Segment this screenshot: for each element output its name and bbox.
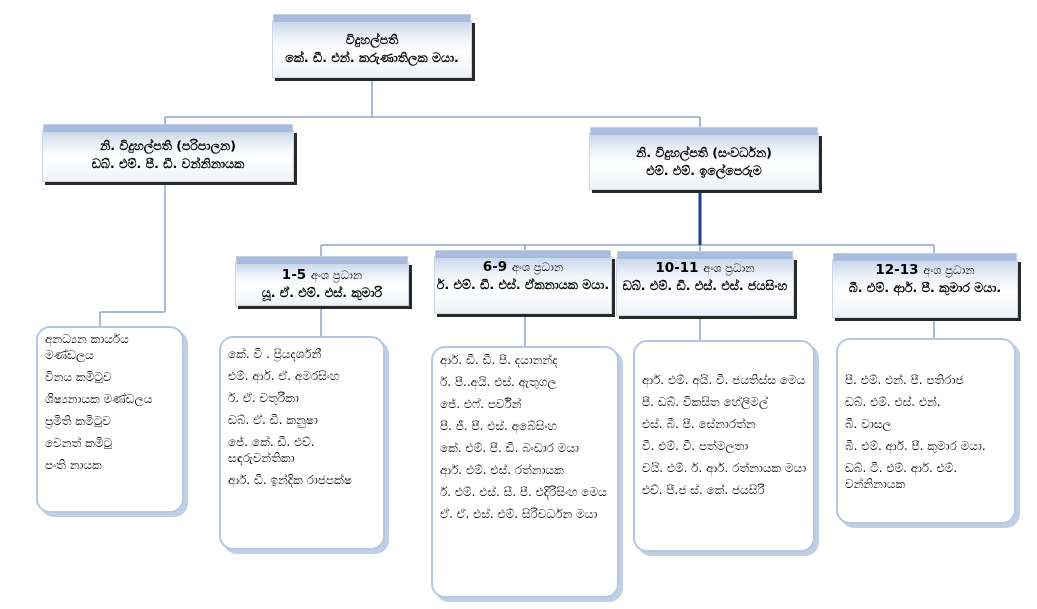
staff-list-6-9: ආර්. ඩී. ඩී. පී. දයානන්ද ර්. පී..අයි. එස… [431,346,619,598]
grade-head-label: අංශ ප්‍රධාන [511,260,564,274]
deputy-admin-box: නි. විදුහල්පති (පරිපාලන) ඩබ්. එම්. පී. ඩ… [42,124,294,182]
deputy-dev-name: එම්. එම්. ඉලේපෙරුම [646,163,762,178]
list-item: බී. වාසල [845,417,892,431]
list-item: එච්. පී.ජ ස්. කේ. ජයසිරි [642,483,765,497]
grade-head-box-6-9: 6-9 අංශ ප්‍රධාන ර්. එම්. ඩී. එස්. ඒකනායක… [434,250,612,314]
box-tab [590,127,818,135]
box-tab [43,124,293,132]
admin-units-list: අනධ්‍යන කාර්යය මණ්ඩලය විනය කමිටුව ශිෂ්‍ය… [36,326,184,513]
principal-name: කේ. ඩී. එන්. කරුණාතිලක මයා. [285,50,459,65]
list-item: ශිෂ්‍යනායක මණ්ඩලය [45,392,153,406]
list-item: ර්. එම්. එස්. සී. පී. එදිරිසිංහ මෙය [440,485,607,499]
staff-list-1-5: කේ. වී . ප්‍රියදර්ශනී එම්. ආර්. ඒ. අමරසි… [219,336,385,550]
grade-head-box-12-13: 12-13 අංශ ප්‍රධාන බී. එම්. ආර්. පී. කුමා… [832,253,1018,318]
list-item: ප්‍රමිති කමිටුව [45,414,111,428]
list-item: අනධ්‍යන කාර්යය මණ්ඩලය [45,332,129,362]
principal-box: විදුහල්පති කේ. ඩී. එන්. කරුණාතිලක මයා. [272,14,472,78]
list-item: ආර්. එම්. එස්. රත්නායක [440,463,564,477]
grade-head-name: ර්. එම්. ඩී. එස්. ඒකනායක මයා. [436,277,610,292]
list-item: ආර්. එම්. අයි. වී. ජයතිස්ස මෙය [642,373,806,387]
staff-list-10-11: ආර්. එම්. අයි. වී. ජයතිස්ස මෙය පී. ඩබ්. … [633,340,815,552]
list-item: ඒ. ඒ. එස්. එම්. සිරිවර්ධන මයා [440,507,598,521]
deputy-dev-title: නි. විදුහල්පති (සංවර්ධන) [636,145,772,160]
grade-head-box-1-5: 1-5 අංශ ප්‍රධාන යූ. ඒ. එම්. එස්. කුමාරි [235,256,409,306]
list-item: ඩබ්. ටී. එම්. ආර්. එම්. වන්නිනායක [845,461,958,491]
list-item: ආර්. ඩී. ඩී. පී. දයානන්ද [440,353,558,367]
list-item: පංති නායක [45,458,102,472]
deputy-admin-name: ඩබ්. එම්. පී. ඩී. වන්නිනායක [91,156,245,171]
list-item: ජේ. කේ. ඩී. එච්. සඳරුවන්තිකා [228,435,315,465]
list-item: කේ. වී . ප්‍රියදර්ශනී [228,347,322,361]
grade-range: 12-13 [875,262,919,278]
list-item: පී. ඩබ්. විකසිත හේලිමල් [642,395,768,409]
deputy-dev-box: නි. විදුහල්පති (සංවර්ධන) එම්. එම්. ඉලේපෙ… [589,127,819,190]
box-tab [435,250,611,258]
list-item: ර්. ඒ. චතුරිකා [228,391,299,405]
list-item: ඩබ්. එම්. එස්. එන්. [845,395,941,409]
grade-range: 6-9 [482,259,508,275]
list-item: කේ. එම්. පී. ඩී. බංඩාර මයා [440,441,579,455]
grade-range: 10-11 [655,260,699,276]
list-item: එම්. ආර්. ඒ. අමරසිංහ [228,369,340,383]
list-item: පී. ජී. පී. එස්. අබේසිංහ [440,419,557,433]
box-tab [617,251,793,259]
list-item: වී. එම්. වී. පත්මලතා [642,439,749,453]
deputy-admin-title: නි. විදුහල්පති (පරිපාලන) [100,138,236,153]
grade-head-name: යූ. ඒ. එම්. එස්. කුමාරි [261,285,383,300]
list-item: විනය කමිටුව [45,370,112,384]
grade-head-label: අංශ ප්‍රධාන [923,263,975,277]
grade-range: 1-5 [281,267,307,283]
principal-title: විදුහල්පති [345,32,399,47]
list-item: පී. එම්. එන්. පී. පතිරාජ [845,373,964,387]
box-tab [236,256,408,264]
grade-head-label: අංශ ප්‍රධාන [310,268,363,282]
list-item: බී. එම්. ආර්. පී. කුමාර මයා. [845,439,986,453]
list-item: වෙනත් කමිටු [45,436,113,450]
list-item: ඩබ්. ඒ. ඩී. කනුෂා [228,413,318,427]
list-item: වයි. එම්. ර්. ආර්. රත්නායක මයා [642,461,807,475]
box-tab [833,253,1017,261]
list-item: ආර්. ඩී. ඉන්දික රාජපක්ෂ [228,473,352,487]
grade-head-name: බී. එම්. ආර්. පී. කුමාර මයා. [848,280,1002,295]
list-item: එස්. බී. පී. සේනාරත්න [642,417,756,431]
box-tab [273,14,471,22]
grade-head-box-10-11: 10-11 අංශ ප්‍රධාන ඩබ්. එම්. ඩී. එස්. එස්… [616,251,794,316]
list-item: ජේ. එෆ්. පර්වින් [440,397,522,411]
staff-list-12-13: පී. එම්. එන්. පී. පතිරාජ ඩබ්. එම්. එස්. … [836,338,1016,524]
list-item: ර්. පී..අයි. එස්. ඇතුගල [440,375,557,389]
grade-head-name: ඩබ්. එම්. ඩී. එස්. එස්. ජයසිංහ [622,278,788,293]
grade-head-label: අංශ ප්‍රධාන [703,261,755,275]
